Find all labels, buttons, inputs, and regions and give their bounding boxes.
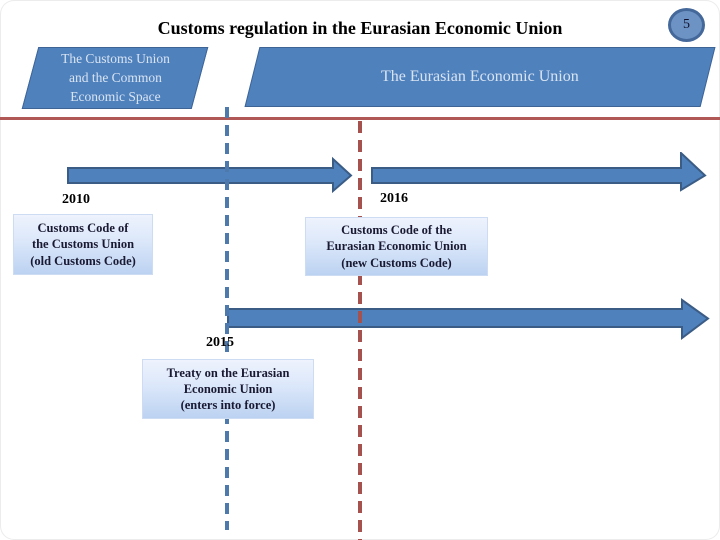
header-band-eaeu: The Eurasian Economic Union <box>244 47 716 107</box>
header-band-customs-union-label: The Customs Union and the Common Economi… <box>60 51 170 105</box>
timeline-arrow-2010-2015 <box>67 156 353 194</box>
event-box-eaeu-treaty: Treaty on the Eurasian Economic Union (e… <box>142 359 314 419</box>
year-label-2010: 2010 <box>62 192 90 207</box>
timeline-marker-2015-dashed-line <box>225 107 229 530</box>
header-band-eaeu-label: The Eurasian Economic Union <box>381 68 579 85</box>
event-box-old-customs-code: Customs Code of the Customs Union (old C… <box>13 214 153 275</box>
event-box-new-customs-code: Customs Code of the Eurasian Economic Un… <box>305 217 488 276</box>
timeline-arrow-2016-onward <box>371 152 707 192</box>
year-label-2016: 2016 <box>380 191 408 206</box>
timeline-arrow-2015-onward <box>227 298 710 340</box>
header-band-customs-union: The Customs Union and the Common Economi… <box>21 47 209 109</box>
event-box-eaeu-treaty-label: Treaty on the Eurasian Economic Union (e… <box>166 365 290 413</box>
event-box-old-customs-code-label: Customs Code of the Customs Union (old C… <box>30 221 136 268</box>
header-divider-line <box>0 117 720 120</box>
slide-title: Customs regulation in the Eurasian Econo… <box>157 18 563 38</box>
event-box-new-customs-code-label: Customs Code of the Eurasian Economic Un… <box>326 223 467 270</box>
page-number-badge: 5 <box>668 8 705 42</box>
year-label-2015: 2015 <box>206 335 234 350</box>
timeline-marker-2016-dashed-line <box>358 121 362 540</box>
page-number: 5 <box>683 17 690 32</box>
